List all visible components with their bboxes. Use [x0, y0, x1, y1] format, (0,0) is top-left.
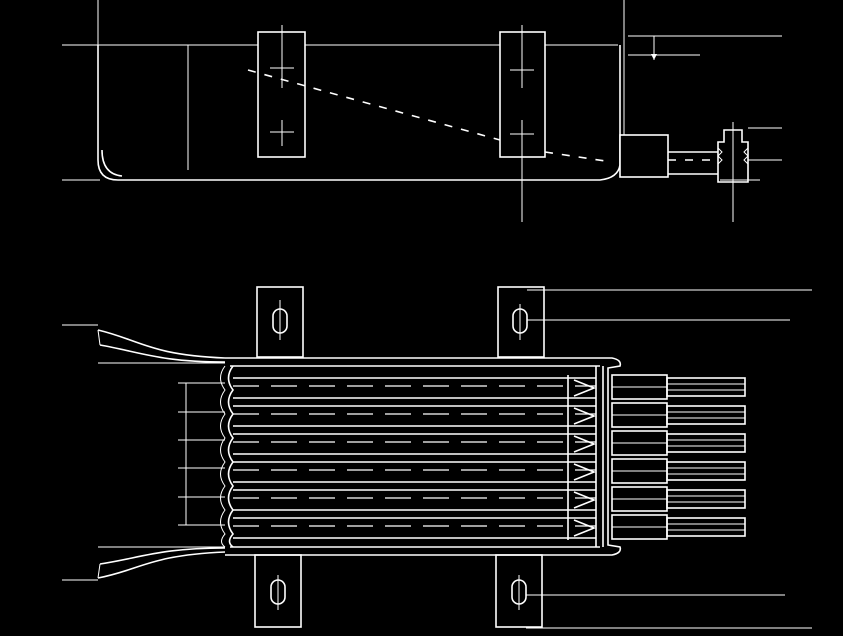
conductor-strips	[233, 377, 596, 539]
tab-top-right	[497, 286, 545, 358]
wavy-cut-edge	[227, 365, 235, 548]
side-elevation-view	[62, 0, 782, 222]
contact-teeth	[573, 379, 597, 537]
connector-housing	[619, 134, 669, 178]
output-leads	[666, 377, 746, 537]
terminal-screw	[717, 129, 749, 183]
plan-view	[62, 286, 812, 629]
terminal-block	[611, 374, 668, 540]
